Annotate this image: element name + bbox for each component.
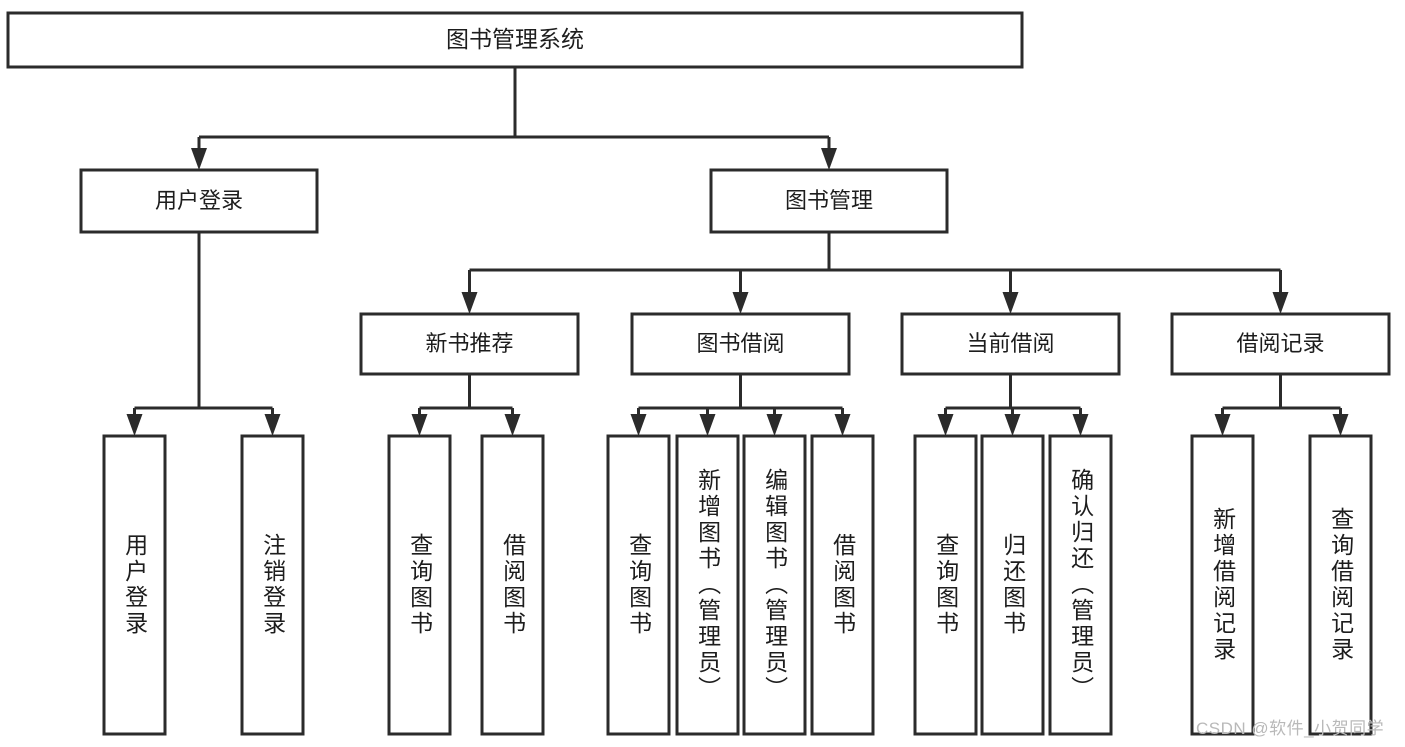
node-box-level3-0[interactable] <box>359 312 580 376</box>
node-box-layer <box>6 11 1391 736</box>
node-box-level3-1[interactable] <box>630 312 851 376</box>
connector-layer <box>126 67 1349 436</box>
node-box-leaf-10[interactable] <box>1048 434 1113 736</box>
watermark: CSDN @软件_小贺同学 <box>1196 719 1385 738</box>
node-box-leaf-4[interactable] <box>606 434 671 736</box>
node-box-leaf-3[interactable] <box>480 434 545 736</box>
arrow-head-icon <box>821 148 837 170</box>
node-box-leaf-6[interactable] <box>742 434 807 736</box>
node-box-level2-0[interactable] <box>79 168 319 234</box>
arrow-head-icon <box>1332 414 1349 436</box>
node-box-leaf-12[interactable] <box>1308 434 1373 736</box>
arrow-head-icon <box>732 292 749 314</box>
node-box-leaf-8[interactable] <box>913 434 978 736</box>
node-label-level3-2: 当前借阅 <box>966 331 1054 356</box>
arrow-head-icon <box>1214 414 1231 436</box>
arrow-head-icon <box>126 414 143 436</box>
node-label-level2-0: 用户登录 <box>155 188 243 213</box>
node-label-root: 图书管理系统 <box>446 26 584 52</box>
arrow-head-icon <box>411 414 428 436</box>
node-box-leaf-1[interactable] <box>240 434 305 736</box>
node-box-leaf-9[interactable] <box>980 434 1045 736</box>
arrow-head-icon <box>699 414 716 436</box>
arrow-head-icon <box>1002 292 1019 314</box>
node-box-level2-1[interactable] <box>709 168 949 234</box>
arrow-head-icon <box>1072 414 1089 436</box>
arrow-head-icon <box>191 148 207 170</box>
node-box-leaf-2[interactable] <box>387 434 452 736</box>
arrow-head-icon <box>264 414 281 436</box>
node-label-level3-0: 新书推荐 <box>425 331 513 356</box>
arrow-head-icon <box>504 414 521 436</box>
arrow-head-icon <box>834 414 851 436</box>
node-label-level3-1: 图书借阅 <box>696 331 784 356</box>
arrow-head-icon <box>937 414 954 436</box>
node-box-leaf-0[interactable] <box>102 434 167 736</box>
node-label-level3-3: 借阅记录 <box>1236 331 1324 356</box>
node-box-level3-2[interactable] <box>900 312 1121 376</box>
node-label-level2-1: 图书管理 <box>785 188 873 213</box>
node-box-leaf-5[interactable] <box>675 434 740 736</box>
node-box-leaf-11[interactable] <box>1190 434 1255 736</box>
arrow-head-icon <box>1272 292 1289 314</box>
arrow-head-icon <box>766 414 783 436</box>
node-box-root[interactable] <box>6 11 1024 69</box>
node-box-leaf-7[interactable] <box>810 434 875 736</box>
arrow-head-icon <box>1004 414 1021 436</box>
arrow-head-icon <box>461 292 478 314</box>
node-box-level3-3[interactable] <box>1170 312 1391 376</box>
arrow-head-icon <box>630 414 647 436</box>
